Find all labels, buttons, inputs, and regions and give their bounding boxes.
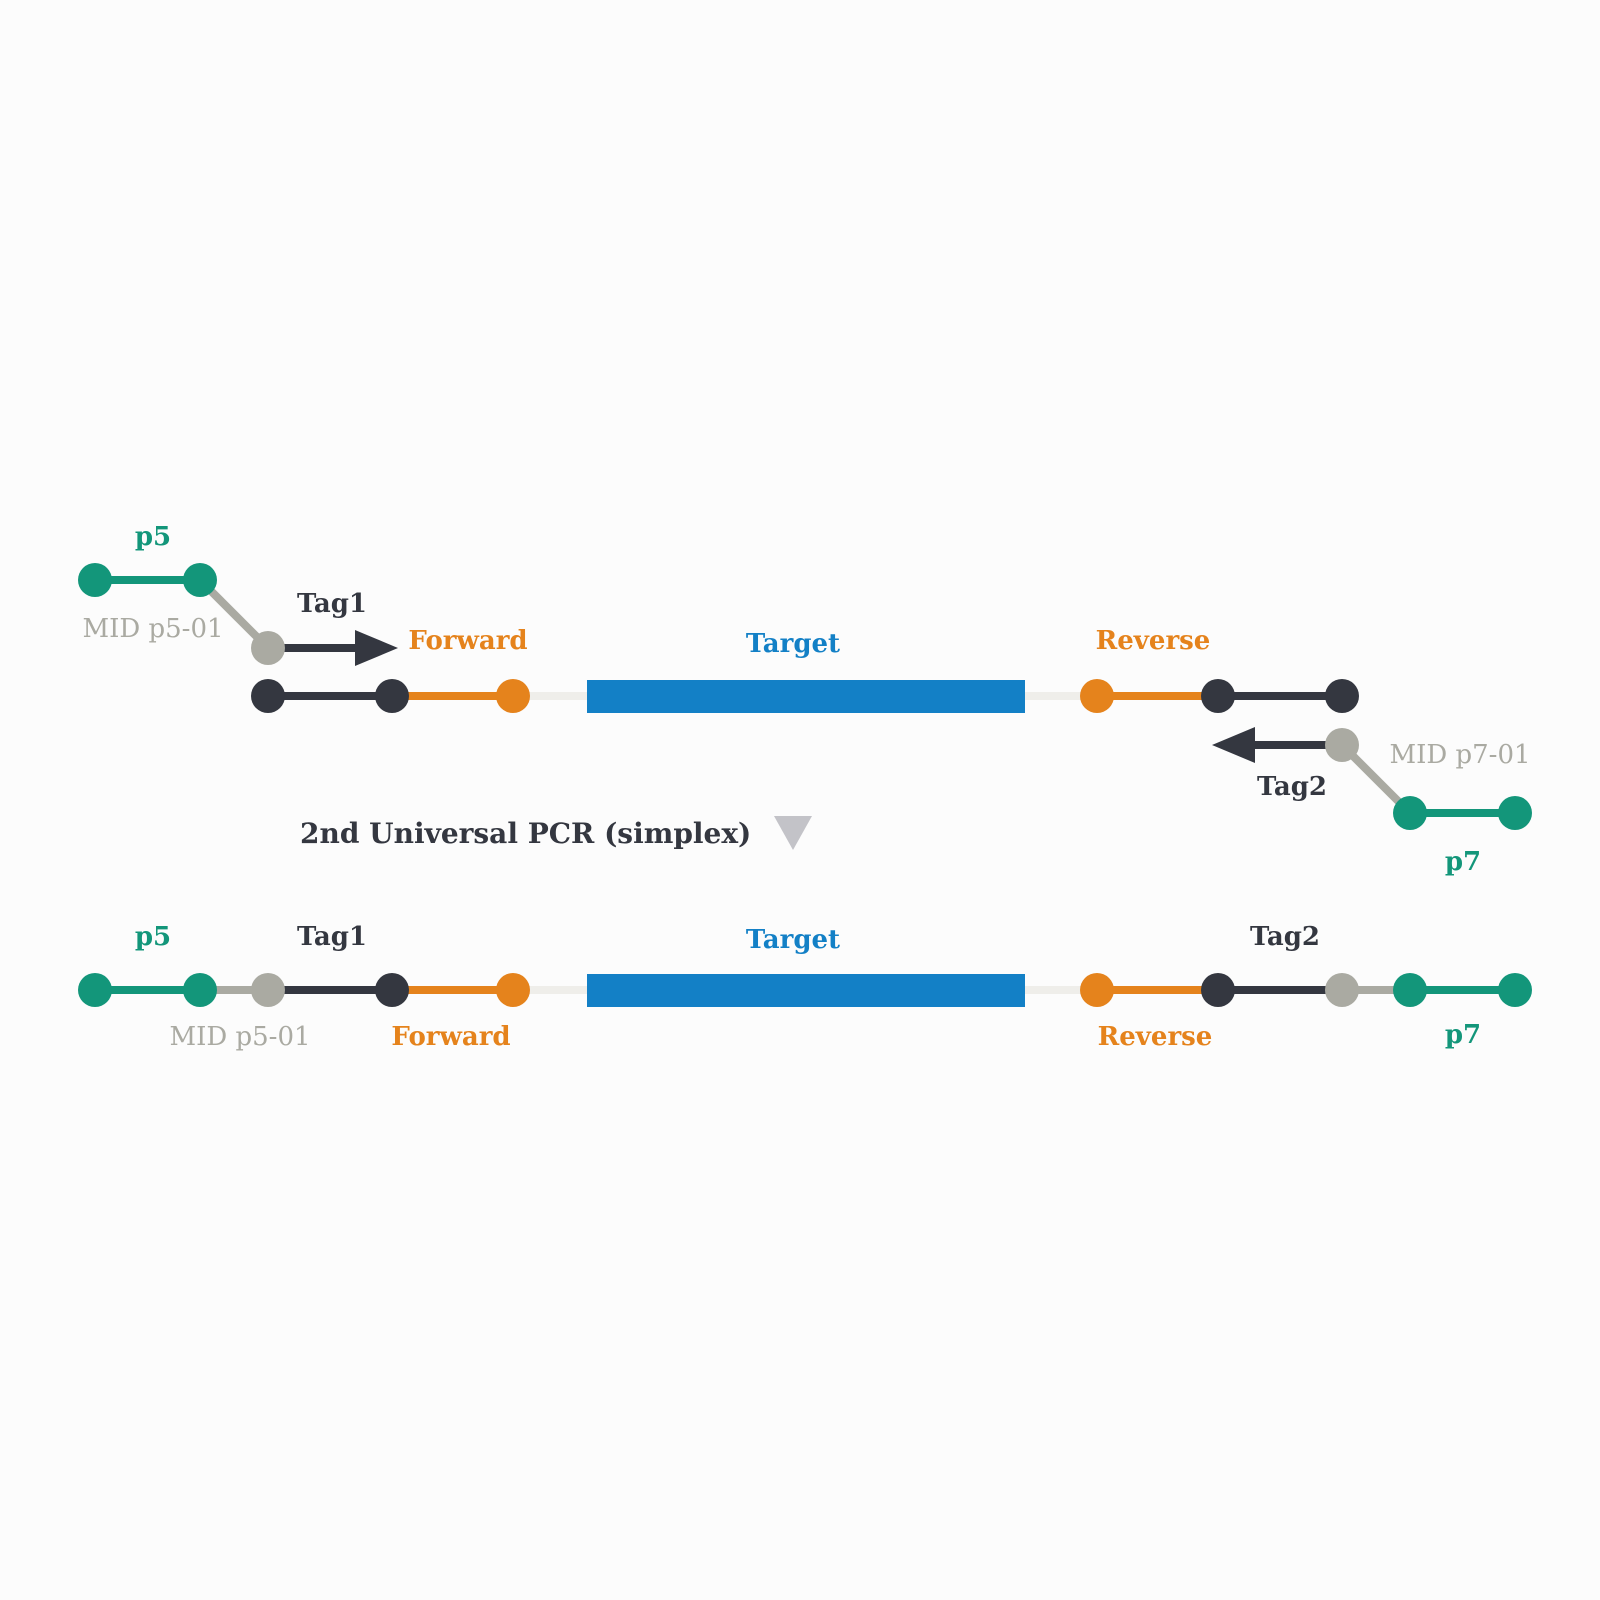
- top-tag1-label: Tag1: [297, 589, 367, 619]
- tag1-node: [251, 679, 285, 713]
- reverse-node: [1080, 679, 1114, 713]
- top-template-strand: [251, 679, 1359, 713]
- down-triangle-icon: [774, 816, 812, 850]
- bottom-tag2-label: Tag2: [1250, 922, 1320, 952]
- bottom-target-label: Target: [746, 925, 840, 955]
- bottom-tag1-label: Tag1: [297, 922, 367, 952]
- bottom-forward-label: Forward: [391, 1022, 510, 1052]
- top-p7-adapter: [1212, 727, 1532, 830]
- target-block: [587, 974, 1025, 1007]
- tag1-node: [375, 679, 409, 713]
- top-p7-label: p7: [1445, 847, 1481, 877]
- top-reverse-label: Reverse: [1096, 626, 1211, 656]
- reverse-node: [1080, 973, 1114, 1007]
- bottom-p7-label: p7: [1445, 1020, 1481, 1050]
- p5-node: [78, 973, 112, 1007]
- top-p5-adapter: [78, 563, 398, 666]
- top-p5-label: p5: [135, 522, 171, 552]
- top-mid-p5-label: MID p5-01: [82, 614, 223, 644]
- mid-p7-node: [1325, 973, 1359, 1007]
- mid-p5-node: [251, 631, 285, 665]
- tag1-node: [375, 973, 409, 1007]
- p7-node: [1393, 973, 1427, 1007]
- tag2-arrow-icon: [1212, 727, 1255, 763]
- bottom-reverse-label: Reverse: [1098, 1022, 1213, 1052]
- step-label: 2nd Universal PCR (simplex): [300, 817, 751, 850]
- p7-node: [1498, 796, 1532, 830]
- bottom-p5-label: p5: [135, 922, 171, 952]
- p5-node: [183, 973, 217, 1007]
- bottom-full-construct: [78, 973, 1532, 1007]
- p7-node: [1498, 973, 1532, 1007]
- top-forward-label: Forward: [408, 626, 527, 656]
- mid-p7-node: [1325, 728, 1359, 762]
- mid-p5-node: [251, 973, 285, 1007]
- tag2-node: [1201, 679, 1235, 713]
- forward-node: [496, 973, 530, 1007]
- top-mid-p7-label: MID p7-01: [1389, 740, 1530, 770]
- top-target-label: Target: [746, 629, 840, 659]
- target-block: [587, 680, 1025, 713]
- bottom-mid-p5-label: MID p5-01: [169, 1022, 310, 1052]
- tag1-arrow-icon: [355, 630, 398, 666]
- tag2-node: [1201, 973, 1235, 1007]
- tag2-node: [1325, 679, 1359, 713]
- p7-node: [1393, 796, 1427, 830]
- p5-node: [78, 563, 112, 597]
- forward-node: [496, 679, 530, 713]
- top-tag2-label: Tag2: [1257, 772, 1327, 802]
- p5-node: [183, 563, 217, 597]
